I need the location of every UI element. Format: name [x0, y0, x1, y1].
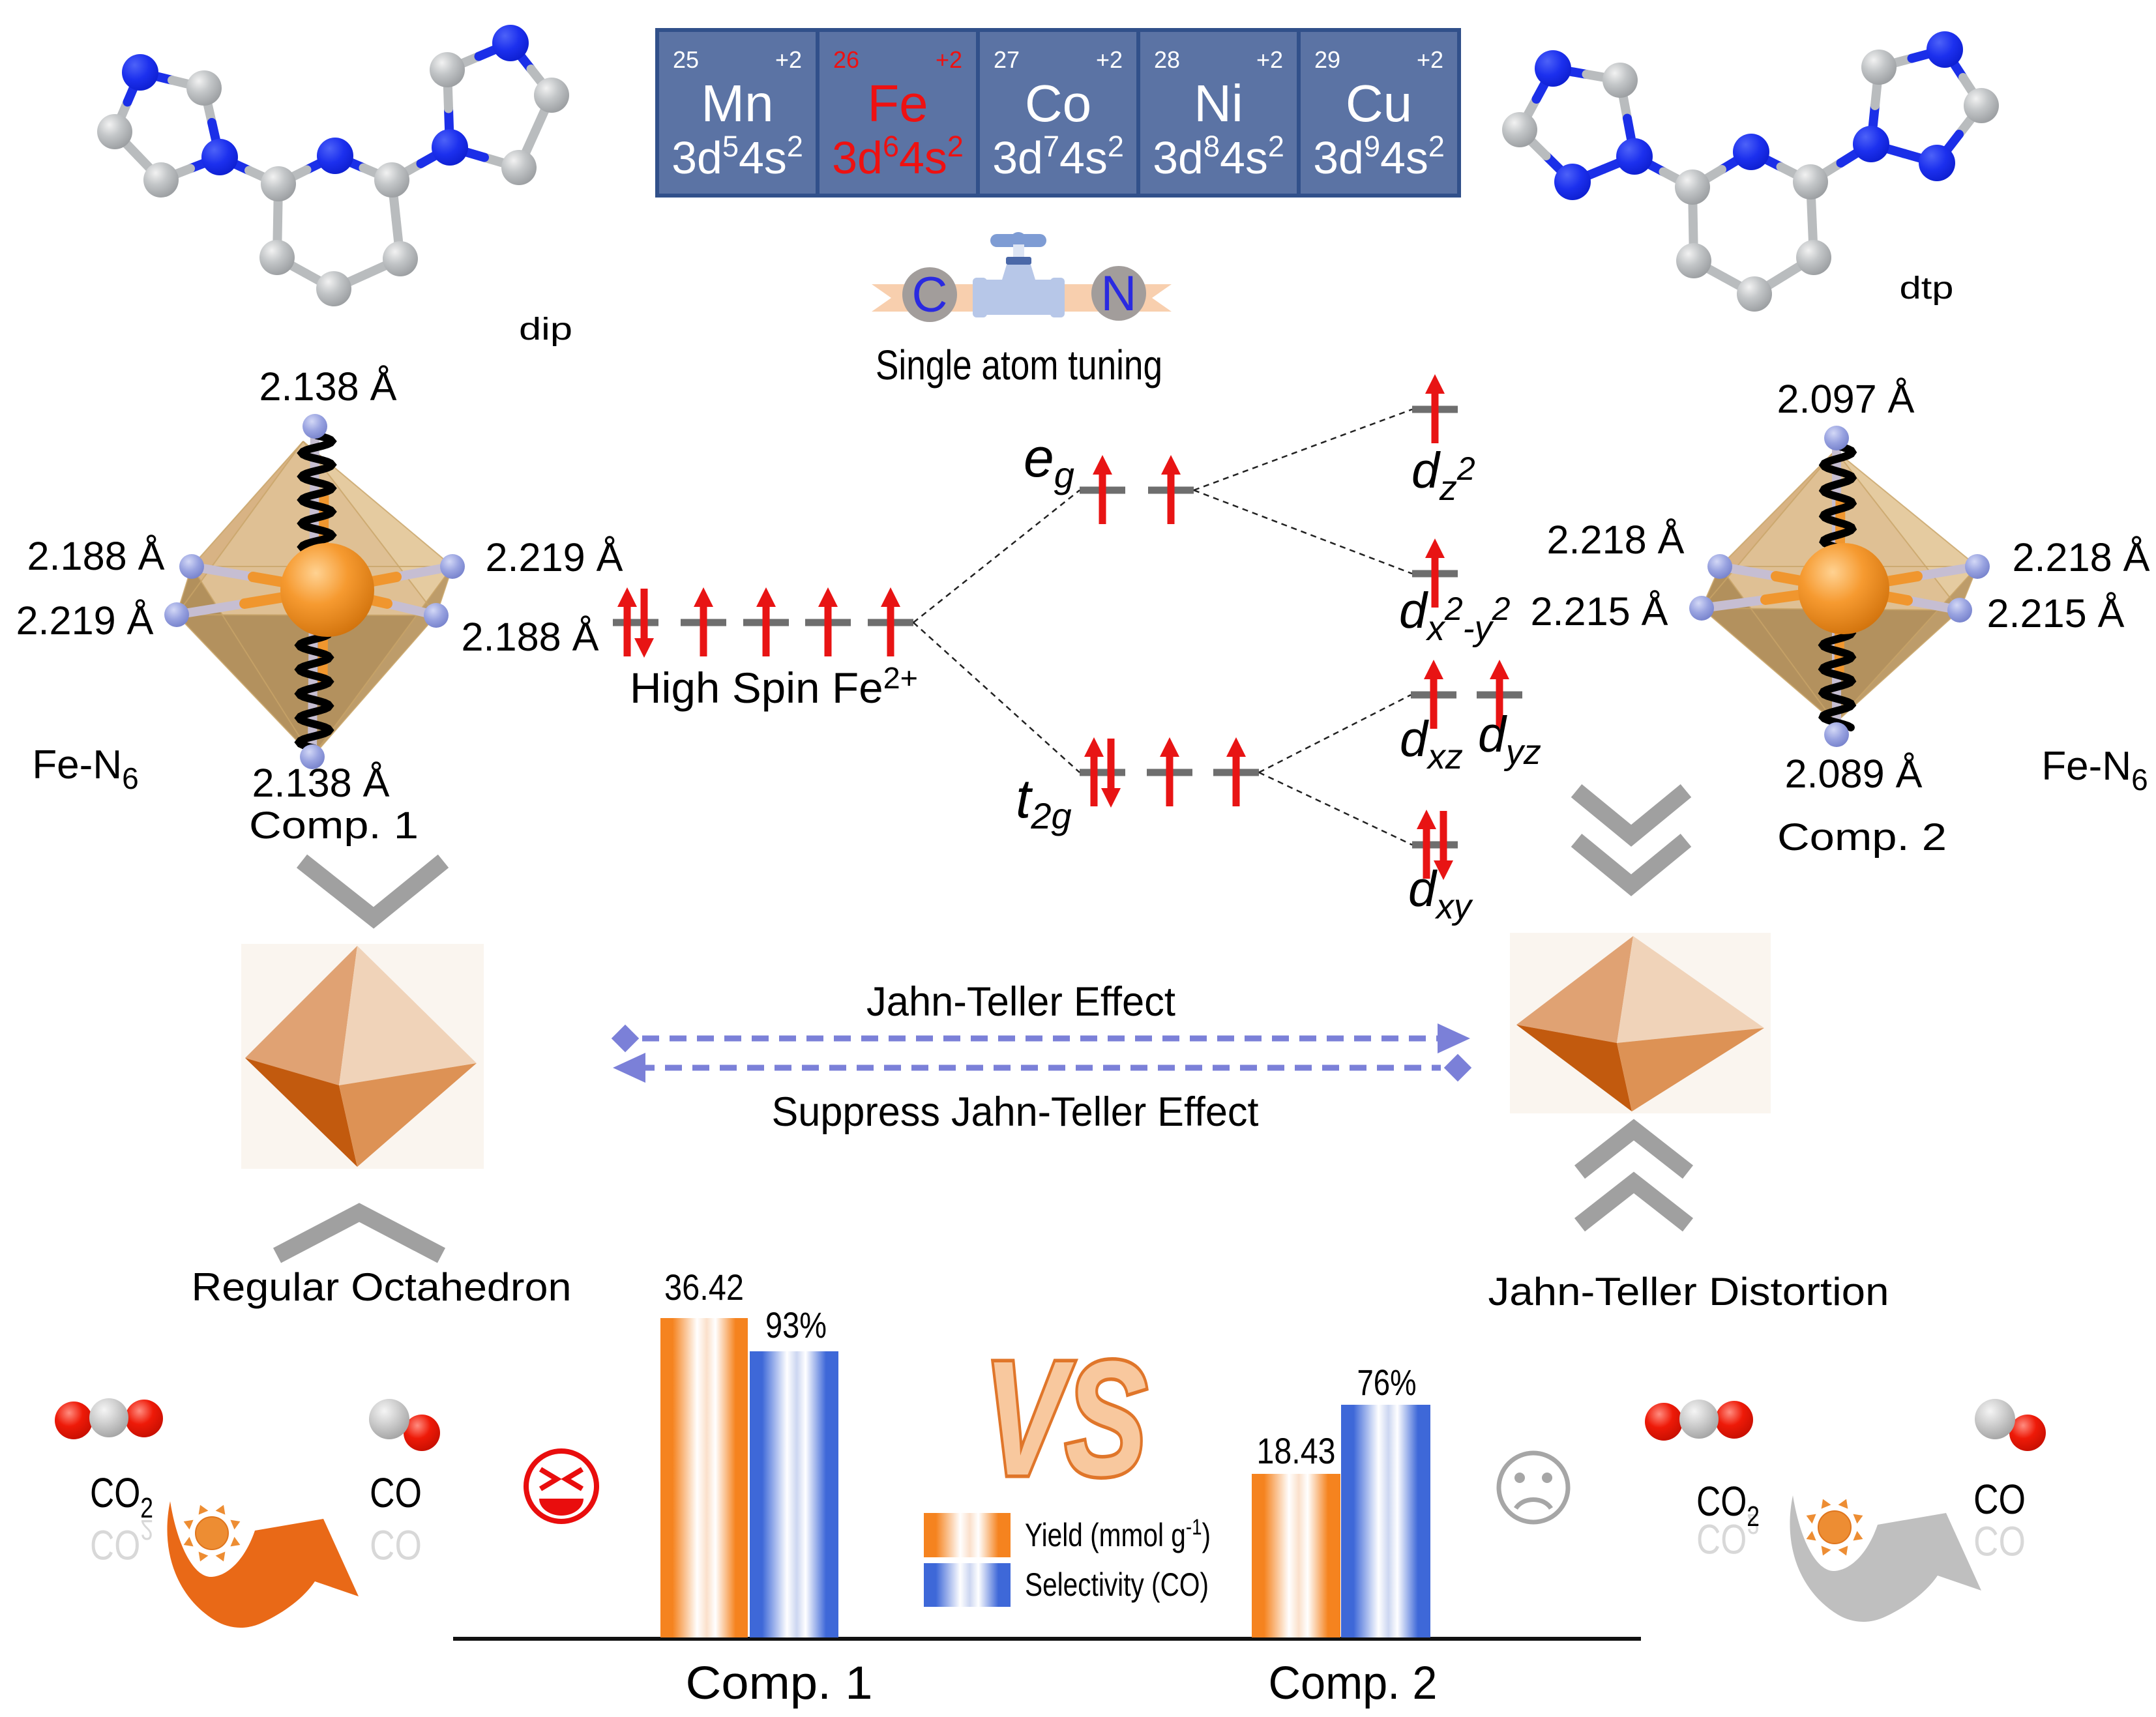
svg-text:VS: VS	[984, 1327, 1147, 1509]
svg-text:dx2-y2: dx2-y2	[1399, 583, 1511, 648]
svg-text:+2: +2	[1256, 46, 1283, 73]
svg-text:18.43: 18.43	[1257, 1430, 1336, 1471]
svg-text:Ni: Ni	[1194, 74, 1243, 132]
svg-text:Regular Octahedron: Regular Octahedron	[192, 1265, 572, 1309]
svg-text:2.219 Å: 2.219 Å	[16, 598, 154, 643]
svg-text:+2: +2	[1096, 46, 1123, 73]
svg-text:CO2: CO2	[90, 1469, 153, 1524]
svg-text:27: 27	[994, 46, 1020, 73]
svg-text:dtp: dtp	[1900, 271, 1954, 306]
svg-text:CO: CO	[1973, 1518, 2026, 1564]
svg-text:CO: CO	[1973, 1476, 2026, 1523]
svg-text:High Spin Fe2+: High Spin Fe2+	[630, 661, 918, 712]
svg-text:Jahn-Teller Distortion: Jahn-Teller Distortion	[1488, 1270, 1889, 1313]
svg-text:26: 26	[833, 46, 859, 73]
svg-text:Comp. 2: Comp. 2	[1269, 1658, 1438, 1709]
svg-text:2.138 Å: 2.138 Å	[259, 364, 397, 409]
svg-text:Fe-N6: Fe-N6	[32, 742, 138, 795]
svg-text:CO2: CO2	[1696, 1508, 1760, 1563]
svg-text:Comp. 2: Comp. 2	[1777, 816, 1947, 858]
svg-text:28: 28	[1154, 46, 1180, 73]
svg-text:2.219 Å: 2.219 Å	[486, 535, 623, 580]
svg-text:2.188 Å: 2.188 Å	[462, 615, 599, 659]
svg-text:76%: 76%	[1357, 1362, 1417, 1403]
svg-text:Fe: Fe	[867, 74, 928, 132]
svg-text:36.42: 36.42	[664, 1267, 744, 1308]
svg-text:Suppress Jahn-Teller Effect: Suppress Jahn-Teller Effect	[772, 1089, 1259, 1135]
svg-text:2.097 Å: 2.097 Å	[1777, 377, 1915, 421]
svg-text:+2: +2	[775, 46, 802, 73]
svg-text:Co: Co	[1025, 74, 1091, 132]
svg-text:eg: eg	[1024, 427, 1074, 495]
svg-text:3d64s2: 3d64s2	[832, 130, 964, 183]
svg-text:3d54s2: 3d54s2	[672, 130, 803, 183]
svg-text:Comp. 1: Comp. 1	[686, 1658, 873, 1709]
svg-text:2.215 Å: 2.215 Å	[1531, 589, 1668, 634]
svg-text:2.218 Å: 2.218 Å	[1547, 518, 1685, 562]
svg-text:C: C	[912, 267, 948, 323]
svg-text:2.089 Å: 2.089 Å	[1785, 752, 1923, 796]
svg-text:Fe-N6: Fe-N6	[2041, 744, 2148, 797]
svg-text:Comp. 1: Comp. 1	[249, 804, 419, 847]
svg-text:2.138 Å: 2.138 Å	[252, 761, 390, 805]
svg-text:+2: +2	[1417, 46, 1443, 73]
svg-text:Selectivity (CO): Selectivity (CO)	[1025, 1566, 1209, 1603]
svg-text:Single atom tuning: Single atom tuning	[876, 342, 1162, 389]
svg-text:Mn: Mn	[701, 74, 773, 132]
svg-text:2.218 Å: 2.218 Å	[2013, 535, 2150, 580]
svg-text:+2: +2	[936, 46, 962, 73]
svg-text:25: 25	[673, 46, 699, 73]
svg-text:dip: dip	[519, 312, 572, 347]
svg-text:2.215 Å: 2.215 Å	[1987, 591, 2125, 636]
svg-text:3d74s2: 3d74s2	[992, 130, 1124, 183]
svg-text:CO: CO	[370, 1521, 422, 1568]
svg-text:CO: CO	[370, 1469, 422, 1516]
svg-text:2.188 Å: 2.188 Å	[27, 534, 165, 578]
svg-text:Cu: Cu	[1346, 74, 1412, 132]
svg-text:N: N	[1101, 266, 1137, 321]
svg-text:Jahn-Teller Effect: Jahn-Teller Effect	[866, 979, 1175, 1025]
svg-text:29: 29	[1314, 46, 1340, 73]
svg-text:93%: 93%	[765, 1304, 827, 1345]
svg-text:Yield (mmol g-1): Yield (mmol g-1)	[1025, 1515, 1211, 1553]
